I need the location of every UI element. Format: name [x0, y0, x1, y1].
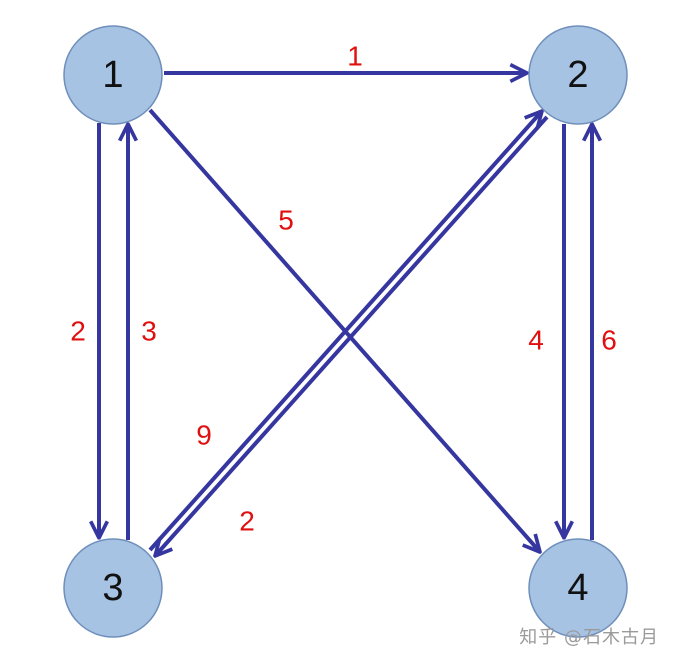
edge-weight-2-to-3: 2	[239, 505, 255, 536]
node-circle-2	[528, 25, 628, 125]
watermark-text: 知乎 @石木古月	[519, 627, 659, 648]
edge-weight-1-to-4: 5	[278, 204, 294, 235]
nodes-layer: 1 2 3 4	[63, 25, 628, 638]
edge-3-to-2	[148, 111, 542, 552]
node-label-4: 4	[567, 567, 588, 609]
edges-layer	[99, 73, 592, 556]
node-circle-1	[63, 25, 163, 125]
node-circle-4	[528, 538, 628, 638]
node-circle-3	[63, 538, 163, 638]
edge-weight-2-to-4: 4	[528, 324, 544, 355]
weights-layer: 1 2 3 5 4 6 9 2	[70, 40, 617, 536]
node-2: 2	[528, 25, 628, 125]
edge-weight-3-to-2: 9	[196, 419, 212, 450]
edge-weight-1-to-2: 1	[347, 40, 363, 71]
edge-weight-4-to-2: 6	[601, 324, 617, 355]
edge-weight-1-to-3: 2	[70, 315, 86, 346]
node-4: 4	[528, 538, 628, 638]
node-3: 3	[63, 538, 163, 638]
node-1: 1	[63, 25, 163, 125]
edge-2-to-3	[155, 115, 549, 556]
edge-weight-3-to-1: 3	[141, 315, 157, 346]
node-label-2: 2	[567, 54, 588, 96]
node-label-1: 1	[102, 54, 123, 96]
node-label-3: 3	[102, 567, 123, 609]
